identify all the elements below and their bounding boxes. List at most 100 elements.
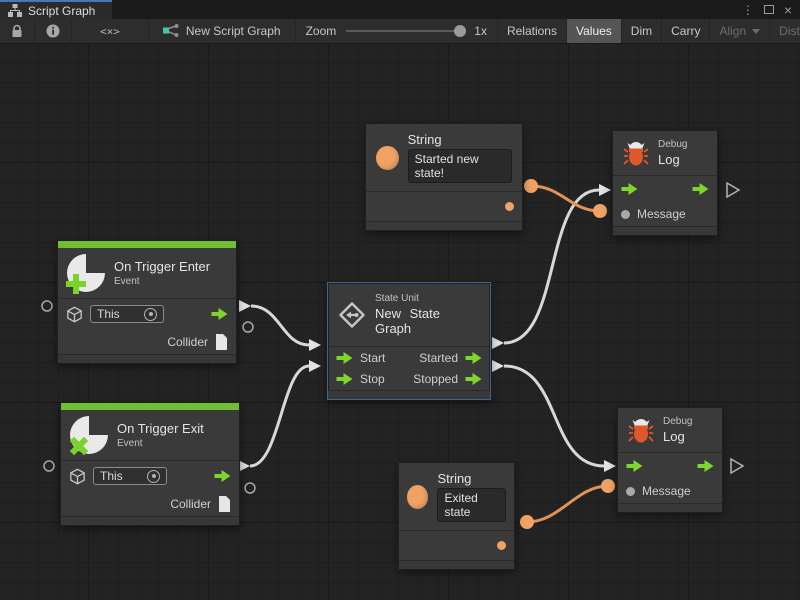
wire-string-bottom-to-message[interactable] [526, 484, 609, 524]
flow-input-arrow-icon[interactable] [621, 183, 638, 195]
string-output-port[interactable] [497, 541, 506, 550]
message-label: Message [637, 207, 686, 221]
node-subtitle: Event [114, 276, 140, 287]
flow-output-port-started[interactable] [492, 337, 504, 349]
flow-row [618, 452, 722, 479]
relations-button[interactable]: Relations [498, 19, 567, 43]
graph-canvas[interactable]: String Started new state! Debug Log [0, 44, 800, 600]
flow-output-port-log-top-unconnected[interactable] [726, 181, 741, 199]
message-label: Message [642, 484, 691, 498]
node-on-trigger-exit[interactable]: On Trigger Exit Event This Collider [60, 402, 240, 526]
flow-input-port-log-bottom[interactable] [604, 460, 616, 472]
message-input-port[interactable] [626, 486, 635, 496]
flow-input-port-stop[interactable] [309, 360, 321, 372]
info-button[interactable] [35, 19, 72, 43]
zoom-slider-thumb[interactable] [454, 25, 467, 37]
flow-input-arrow-icon[interactable] [626, 460, 643, 472]
collider-row: Collider [58, 329, 236, 354]
node-subtitle: Event [117, 438, 143, 449]
node-kicker: Debug [658, 139, 688, 150]
value-orb-message-top[interactable] [593, 204, 607, 218]
code-preview-button[interactable]: <×> [72, 19, 149, 43]
collider-output-port-exit-unconnected[interactable] [244, 482, 256, 494]
flow-output-port-stopped[interactable] [492, 360, 504, 372]
carry-button[interactable]: Carry [662, 19, 711, 43]
port-row [399, 530, 514, 560]
distribute-dropdown[interactable]: Distribute [770, 19, 800, 43]
message-input-port[interactable] [621, 209, 630, 219]
node-footer [618, 503, 722, 512]
target-row: This [58, 298, 236, 329]
value-input-port-exit-unconnected[interactable] [43, 460, 55, 472]
wire-exit-to-stop[interactable] [249, 364, 310, 468]
kebab-menu-icon[interactable]: ⋮ [741, 2, 754, 17]
graph-name: New Script Graph [185, 24, 281, 38]
cube-icon [70, 468, 85, 484]
flow-input-arrow-icon[interactable] [336, 373, 353, 385]
flow-input-port-start[interactable] [309, 339, 321, 351]
graph-name-selector[interactable]: New Script Graph [149, 19, 296, 43]
lock-button[interactable] [0, 19, 35, 43]
zoom-value: 1x [474, 24, 487, 38]
event-header-bar [58, 241, 236, 248]
object-picker-icon[interactable] [147, 469, 160, 483]
wires-layer [41, 179, 745, 529]
values-button[interactable]: Values [566, 19, 622, 43]
collider-output-port-enter-unconnected[interactable] [242, 321, 254, 333]
node-debug-log-bottom[interactable]: Debug Log Message [617, 407, 723, 513]
node-footer [328, 390, 490, 399]
node-on-trigger-enter[interactable]: On Trigger Enter Event This Collider [57, 240, 237, 364]
chevron-down-icon [752, 28, 761, 34]
tab-script-graph[interactable]: Script Graph [0, 0, 112, 19]
flow-output-port-log-bottom-unconnected[interactable] [730, 457, 745, 475]
maximize-icon[interactable] [763, 5, 774, 14]
bug-icon [623, 140, 649, 167]
value-orb-string-bottom[interactable] [520, 515, 534, 529]
start-started-row: Start Started [328, 346, 490, 368]
zoom-slider[interactable] [346, 25, 467, 37]
this-field[interactable]: This [93, 467, 167, 485]
flow-output-arrow-icon[interactable] [692, 183, 709, 195]
event-header-bar [61, 403, 239, 410]
string-output-port[interactable] [505, 202, 514, 211]
flow-output-arrow-icon[interactable] [697, 460, 714, 472]
flow-output-port-exit[interactable] [238, 460, 250, 472]
value-orb-string-top[interactable] [524, 179, 538, 193]
node-state-unit[interactable]: State Unit New State Graph Start Started… [327, 282, 491, 400]
flow-output-port-enter[interactable] [239, 300, 251, 312]
close-icon[interactable]: × [783, 1, 792, 18]
window-tab-bar: Script Graph ⋮ × [0, 0, 800, 19]
collider-label: Collider [170, 496, 211, 511]
plus-icon [66, 274, 86, 294]
event-icon [70, 416, 108, 454]
start-label: Start [360, 350, 386, 365]
string-literal-icon [407, 484, 429, 509]
flow-output-arrow-icon[interactable] [465, 351, 482, 364]
this-field[interactable]: This [90, 305, 164, 323]
align-dropdown[interactable]: Align [710, 19, 771, 43]
string-value-field[interactable]: Started new state! [407, 149, 512, 183]
flow-output-arrow-icon[interactable] [465, 373, 482, 385]
string-value-field[interactable]: Exited state [437, 488, 506, 522]
flow-output-arrow-icon[interactable] [214, 470, 231, 482]
port-row [366, 191, 522, 221]
wire-stopped-to-log-bottom[interactable] [503, 364, 605, 468]
dim-button[interactable]: Dim [622, 19, 663, 43]
value-input-port-enter-unconnected[interactable] [41, 300, 53, 312]
graph-hierarchy-icon [8, 4, 22, 17]
wire-string-top-to-message[interactable] [530, 184, 601, 213]
node-string-top[interactable]: String Started new state! [365, 123, 523, 231]
wire-enter-to-start[interactable] [250, 304, 310, 347]
flow-input-port-log-top[interactable] [599, 184, 611, 196]
flow-input-arrow-icon[interactable] [336, 351, 353, 364]
node-string-bottom[interactable]: String Exited state [398, 462, 515, 570]
node-title: String [437, 471, 472, 486]
object-picker-icon[interactable] [144, 307, 157, 321]
message-row: Message [613, 202, 717, 226]
wire-started-to-log-top[interactable] [503, 188, 600, 345]
value-orb-message-bottom[interactable] [601, 479, 615, 493]
flow-output-arrow-icon[interactable] [211, 308, 228, 320]
node-debug-log-top[interactable]: Debug Log Message [612, 130, 718, 236]
message-row: Message [618, 479, 722, 503]
graph-toolbar: <×> New Script Graph Zoom 1x Relations V… [0, 19, 800, 44]
